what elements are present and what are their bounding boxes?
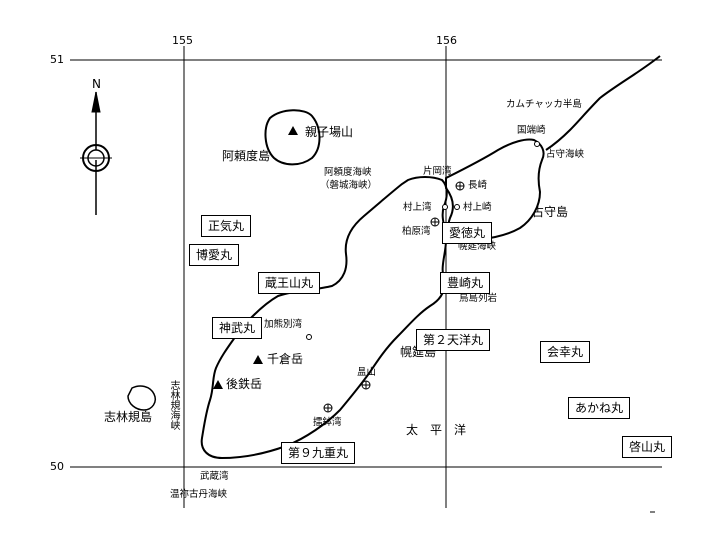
araido-label: 阿頼度島 (222, 149, 271, 163)
murakami-point-icon (442, 204, 448, 210)
kataoka-label: 片岡湾 (423, 166, 452, 177)
murakami2-point-icon (454, 204, 460, 210)
chikura-peak-icon (253, 355, 263, 364)
ship-kujukyo: 第９九重丸 (281, 442, 356, 464)
shirinki-island (127, 385, 156, 411)
lon-156-label: 156 (436, 34, 457, 47)
oyakoba-peak-icon (288, 126, 298, 135)
araido-island (264, 109, 321, 166)
ship-aitoku: 愛徳丸 (442, 222, 493, 244)
shimushu-strait-label: 占守海峡 (546, 149, 585, 160)
oyakoba-label: 親子場山 (305, 125, 354, 139)
higashiyama-label: 昷山 (357, 367, 377, 378)
ship-akane: あかね丸 (568, 397, 631, 419)
ship-kaiko: 会幸丸 (540, 341, 591, 363)
torishima-label: 鳥島列岩 (459, 293, 498, 304)
lon-155-label: 155 (172, 34, 193, 47)
horomushiro-strait-label: 幌筵海峡 (458, 241, 497, 252)
goshaku-peak-icon (213, 380, 223, 389)
kakumabetsu-label: 加熊別湾 (264, 319, 303, 330)
shimushu-label: 占守島 (532, 205, 569, 219)
murakami-bay-label: 村上湾 (403, 202, 432, 213)
ship-jinbu: 神武丸 (212, 317, 263, 339)
goshaku-label: 後鉄岳 (226, 377, 263, 391)
bankyo-strait-label: （磐城海峡） (320, 180, 378, 191)
nagasaki-harbour-icon (455, 181, 465, 191)
shirinki-strait-label: 志林規海峡 (168, 380, 179, 430)
suribachi-harbour-icon (323, 403, 333, 413)
lat-51-label: 51 (50, 53, 64, 66)
north-arrow-icon (80, 91, 112, 215)
lat-50-label: 50 (50, 460, 64, 473)
higashiyama-harbour-icon (361, 380, 371, 390)
suribachi-label: 擂鉢湾 (313, 417, 342, 428)
shirinki-label: 志林規島 (104, 410, 153, 424)
ship-taiyo2: 第２天洋丸 (416, 329, 491, 351)
taiheiyo-label: 太 平 洋 (406, 423, 467, 437)
graticule (70, 46, 662, 508)
nagasaki-label: 長崎 (468, 180, 488, 191)
horomushiro-island (200, 176, 448, 460)
kakumabetsu-point-icon (306, 334, 312, 340)
kokutan-point-icon (534, 141, 540, 147)
kokutan-label: 国端崎 (517, 125, 546, 136)
chikura-label: 千倉岳 (267, 352, 304, 366)
araido-strait-label: 阿頼度海峡 (324, 167, 372, 178)
ship-hosaki: 豊崎丸 (440, 272, 491, 294)
kashiwabara-harbour-icon (430, 217, 440, 227)
ship-zaozan: 蔵王山丸 (258, 272, 321, 294)
ship-hakuai: 博愛丸 (189, 244, 240, 266)
musashi-label: 武蔵湾 (200, 471, 229, 482)
murakami-label: 村上崎 (463, 202, 492, 213)
ship-keizan: 啓山丸 (622, 436, 673, 458)
kamchatka-coast (545, 55, 661, 151)
kashiwabara-label: 柏原湾 (402, 226, 431, 237)
harbour-markers (306, 141, 540, 413)
onnekotan-strait-label: 温祢古丹海峡 (170, 489, 228, 500)
ship-seiki: 正気丸 (201, 215, 252, 237)
north-label: N (92, 77, 101, 91)
kamchatka-label: カムチャッカ半島 (506, 99, 582, 110)
